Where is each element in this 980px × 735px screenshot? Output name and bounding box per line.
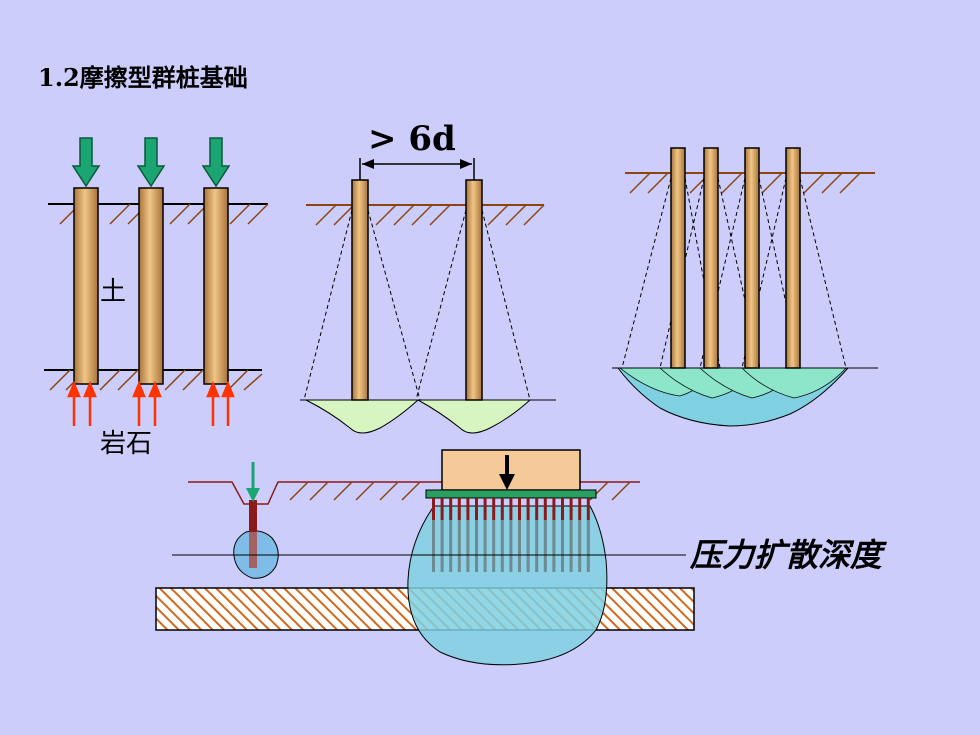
load-arrows <box>71 137 231 188</box>
pile <box>465 179 483 401</box>
stress-spread-lines <box>303 209 531 401</box>
group-pile-top <box>535 498 539 520</box>
rock-label: 岩石 <box>100 429 152 459</box>
pile-grid <box>432 498 590 572</box>
group-pile <box>509 520 513 572</box>
reaction-arrows <box>67 380 235 426</box>
group-pile-top <box>586 498 590 520</box>
group-pile-top <box>483 498 487 520</box>
group-pile-top <box>518 498 521 520</box>
group-pile <box>518 520 521 572</box>
group-pile-top <box>543 498 547 520</box>
group-pile <box>449 520 453 572</box>
group-pile-top <box>475 498 478 520</box>
group-pressure-bulb <box>407 505 608 666</box>
group-pile <box>457 520 461 572</box>
group-pile <box>578 520 582 572</box>
group-pile-top <box>561 498 564 520</box>
single-pile-load-arrow-icon <box>246 462 260 502</box>
group-pile <box>526 520 530 572</box>
group-pile-top <box>526 498 530 520</box>
pile <box>670 147 686 369</box>
ground-hatch <box>315 204 545 226</box>
stress-spread-lines <box>621 177 847 369</box>
load-arrow-icon <box>136 137 166 188</box>
group-pile <box>500 520 504 572</box>
cap-plate <box>425 489 597 499</box>
load-arrow-icon <box>201 137 231 188</box>
group-pile-top <box>432 498 435 520</box>
diffusion-depth-label: 压力扩散深度 <box>689 536 887 574</box>
group-pile-top <box>500 498 504 520</box>
pressure-diffusion-diagram: 压力扩散深度 <box>155 449 887 666</box>
spacing-label: > 6d <box>368 119 456 159</box>
group-pile <box>492 520 496 572</box>
close-friction-piles <box>612 147 878 427</box>
group-pile <box>535 520 539 572</box>
group-pile-top <box>509 498 513 520</box>
slide-title: 1.2摩擦型群桩基础 <box>38 63 248 92</box>
group-pile-top <box>466 498 470 520</box>
group-pile <box>466 520 470 572</box>
group-pile-top <box>440 498 444 520</box>
pile <box>785 147 801 369</box>
ground-hatch <box>629 172 861 194</box>
group-pile-top <box>492 498 496 520</box>
soil-label: 土 <box>100 277 126 307</box>
group-pile-top <box>457 498 461 520</box>
group-pile-top <box>578 498 582 520</box>
pile-cap <box>441 449 581 491</box>
load-arrow-icon <box>71 137 101 188</box>
group-pile <box>483 520 487 572</box>
group-pile <box>543 520 547 572</box>
group-pile <box>586 520 590 572</box>
group-pile-top <box>449 498 453 520</box>
group-pile <box>552 520 556 572</box>
group-pile <box>432 520 435 572</box>
group-pile <box>440 520 444 572</box>
group-pile-top <box>552 498 556 520</box>
end-bearing-pile-group: 土 岩石 <box>44 137 269 459</box>
pile <box>203 187 229 385</box>
pressure-bulb <box>305 399 420 434</box>
pile <box>73 187 99 385</box>
pile <box>351 179 369 401</box>
pile <box>703 147 719 369</box>
pile <box>138 187 164 385</box>
pile <box>744 147 760 369</box>
spaced-friction-piles: > 6d <box>300 119 556 434</box>
group-pile-top <box>569 498 573 520</box>
group-pile <box>475 520 478 572</box>
ground-hatch <box>289 481 631 501</box>
group-pile <box>561 520 564 572</box>
pressure-bulb <box>417 399 532 434</box>
overlapping-bulbs <box>618 367 847 399</box>
cap-load-arrow-icon <box>499 455 515 490</box>
group-pile <box>569 520 573 572</box>
